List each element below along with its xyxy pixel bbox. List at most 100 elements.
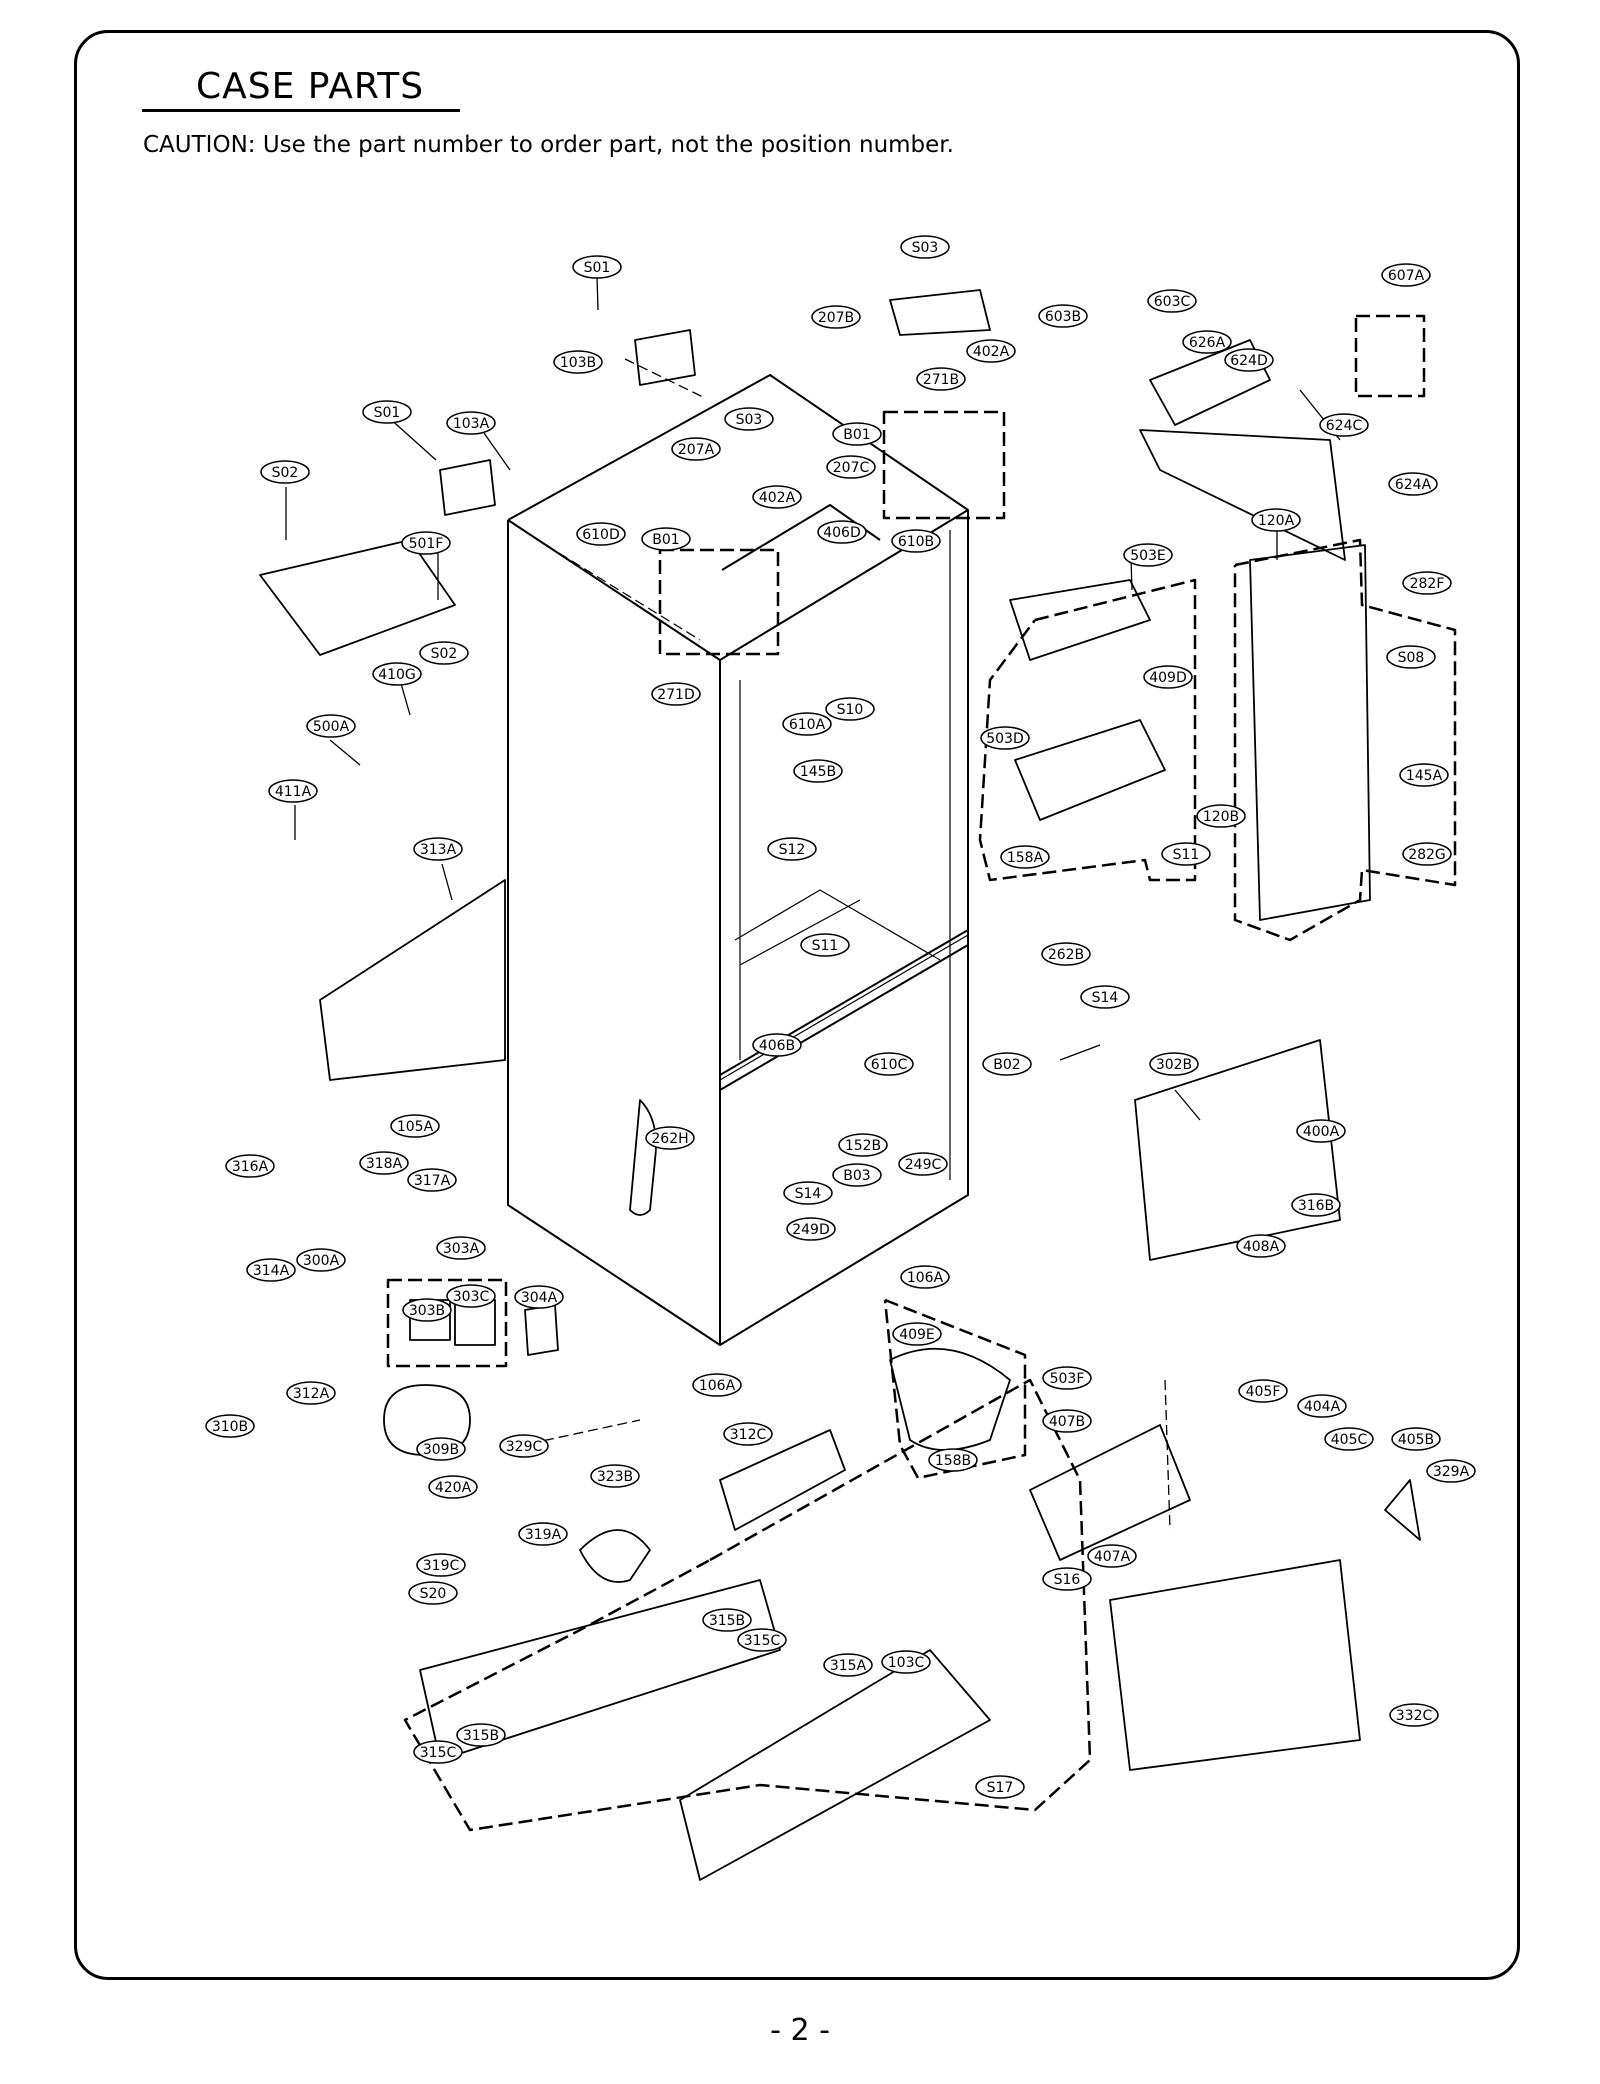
cabinet-body — [507, 374, 969, 1346]
callout-409d: 409D — [1143, 665, 1193, 689]
callout-text: 282F — [1410, 576, 1445, 592]
callout-503d: 503D — [980, 726, 1030, 750]
callout-oval — [752, 485, 802, 509]
callout-text: B03 — [843, 1168, 870, 1184]
callout-315c: 315C — [413, 1740, 463, 1764]
callout-oval — [898, 1152, 948, 1176]
callout-oval — [1038, 304, 1088, 328]
callout-text: 407A — [1094, 1549, 1131, 1565]
callout-text: 317A — [414, 1173, 451, 1189]
callout-text: 318A — [366, 1156, 403, 1172]
callout-oval — [408, 1581, 458, 1605]
callout-oval — [1123, 543, 1173, 567]
callout-oval — [724, 407, 774, 431]
callout-315b: 315B — [456, 1723, 506, 1747]
caution-note: CAUTION: Use the part number to order pa… — [143, 132, 954, 158]
callout-text: 400A — [1303, 1124, 1340, 1140]
callout-text: 271B — [923, 372, 959, 388]
callout-text: 500A — [313, 719, 350, 735]
callout-text: 402A — [973, 344, 1010, 360]
callout-oval — [1389, 1703, 1439, 1727]
callout-406b: 406B — [752, 1033, 802, 1057]
callout-309b: 309B — [416, 1437, 466, 1461]
callout-text: 145B — [800, 764, 836, 780]
callout-oval — [891, 529, 941, 553]
callout-text: 207A — [678, 442, 715, 458]
callout-303b: 303B — [402, 1298, 452, 1322]
callout-oval — [1236, 1234, 1286, 1258]
callout-145a: 145A — [1399, 763, 1449, 787]
callout-312a: 312A — [286, 1381, 336, 1405]
callout-402a: 402A — [752, 485, 802, 509]
callout-316a: 316A — [225, 1154, 275, 1178]
callout-text: S14 — [795, 1186, 822, 1202]
callout-319a: 319A — [518, 1522, 568, 1546]
callout-oval — [982, 1052, 1032, 1076]
callout-text: 610A — [789, 717, 826, 733]
callout-oval — [928, 1448, 978, 1472]
callout-oval — [1182, 330, 1232, 354]
callout-text: 503E — [1130, 548, 1166, 564]
callout-oval — [641, 527, 691, 551]
callout-411a: 411A — [268, 779, 318, 803]
callout-310b: 310B — [205, 1414, 255, 1438]
callout-oval — [576, 522, 626, 546]
callout-312c: 312C — [723, 1422, 773, 1446]
callout-oval — [900, 235, 950, 259]
callout-text: 312C — [730, 1427, 767, 1443]
callout-oval — [1042, 1366, 1092, 1390]
callout-152b: 152B — [838, 1133, 888, 1157]
callout-402a: 402A — [966, 339, 1016, 363]
callout-text: S03 — [736, 412, 763, 428]
callout-text: 313A — [420, 842, 457, 858]
callout-oval — [413, 837, 463, 861]
callout-b03: B03 — [832, 1163, 882, 1187]
callout-text: 262B — [1048, 947, 1084, 963]
callout-text: 323B — [597, 1469, 633, 1485]
callout-text: 303B — [409, 1303, 445, 1319]
callout-text: 402A — [759, 490, 796, 506]
callout-oval — [702, 1608, 752, 1632]
callout-610b: 610B — [891, 529, 941, 553]
callout-oval — [1399, 763, 1449, 787]
page-title: CASE PARTS — [142, 62, 460, 112]
callout-b01: B01 — [641, 527, 691, 551]
callout-503e: 503E — [1123, 543, 1173, 567]
callout-text: 610B — [898, 534, 934, 550]
callout-text: 315C — [744, 1633, 781, 1649]
callout-oval — [246, 1258, 296, 1282]
callout-text: 626A — [1189, 335, 1226, 351]
callout-s11: S11 — [800, 933, 850, 957]
callout-text: 207C — [833, 460, 870, 476]
callout-oval — [1161, 842, 1211, 866]
callout-text: 315A — [830, 1658, 867, 1674]
callout-315a: 315A — [823, 1653, 873, 1677]
callout-text: 610C — [871, 1057, 908, 1073]
callout-oval — [864, 1052, 914, 1076]
callout-501f: 501F — [401, 531, 451, 555]
callout-text: 329A — [1433, 1464, 1470, 1480]
callout-oval — [1386, 645, 1436, 669]
callout-text: 315B — [463, 1728, 499, 1744]
callout-text: 420A — [435, 1480, 472, 1496]
callout-405b: 405B — [1391, 1427, 1441, 1451]
callout-406d: 406D — [817, 520, 867, 544]
callout-text: 262H — [651, 1131, 688, 1147]
callout-text: 152B — [845, 1138, 881, 1154]
callout-text: 302B — [1156, 1057, 1192, 1073]
callout-oval — [832, 1163, 882, 1187]
callout-oval — [407, 1168, 457, 1192]
callout-oval — [1388, 472, 1438, 496]
callout-318a: 318A — [359, 1151, 409, 1175]
callout-text: 314A — [253, 1263, 290, 1279]
callout-oval — [1402, 571, 1452, 595]
callout-text: 103B — [560, 355, 596, 371]
callout-s02: S02 — [260, 460, 310, 484]
callout-624d: 624D — [1224, 348, 1274, 372]
callout-s01: S01 — [362, 400, 412, 424]
callout-oval — [783, 1181, 833, 1205]
callout-oval — [1426, 1459, 1476, 1483]
callout-oval — [1000, 845, 1050, 869]
callout-407a: 407A — [1087, 1544, 1137, 1568]
callout-text: 312A — [293, 1386, 330, 1402]
